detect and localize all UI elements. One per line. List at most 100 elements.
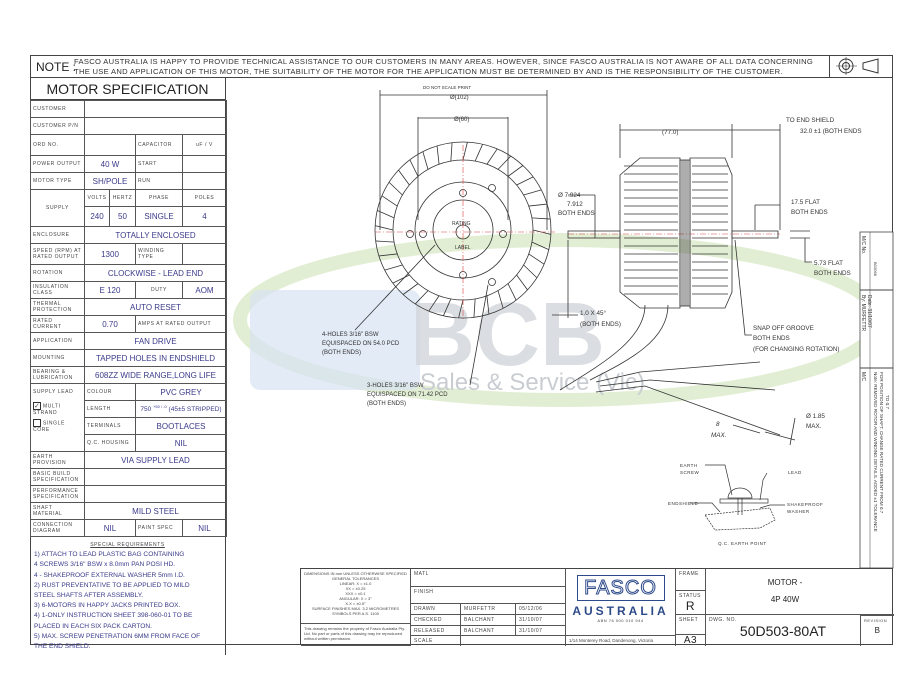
stator-stack (679, 159, 691, 307)
holes4-line3: (BOTH ENDS) (322, 350, 361, 356)
released-date: 31/10/07 (516, 626, 566, 636)
matl-label: MATL (411, 569, 566, 587)
tolerance-line: DIMENSIONS IN mm UNLESS OTHERWISE SPECIF… (304, 571, 407, 576)
length-note: (45±5 STRIPPED) (168, 406, 222, 414)
title-block: DIMENSIONS IN mm UNLESS OTHERWISE SPECIF… (300, 568, 894, 646)
fin (531, 217, 551, 220)
checked-label: CHECKED (411, 615, 461, 626)
fin (422, 151, 429, 170)
motor-specification: MOTOR SPECIFICATION CUSTOMER CUSTOMER P/… (30, 78, 227, 656)
dwg-no-box: DWG. NO. 50D503-80AT (706, 615, 861, 646)
drawn-by: MURFETTR (461, 604, 516, 615)
qc-earth-point-label: Q.C. EARTH POINT (718, 541, 767, 546)
scale-label: SCALE (411, 636, 461, 646)
sheet-value: A3 (676, 635, 706, 646)
watermark-brand: BCB (410, 285, 605, 385)
rev-mc-no: B03068 (873, 262, 878, 277)
fin (375, 225, 394, 231)
lead-cable (589, 304, 669, 381)
fin (474, 144, 483, 162)
snap-groove-line2: BOTH ENDS (753, 335, 790, 342)
strip-max-value: 8 (716, 421, 720, 428)
special-requirement-line: 4 SCREWS 3/16" BSW x 8.0mm PAN POSI HD. (34, 561, 176, 569)
fin (497, 290, 504, 309)
multi-strand-option[interactable]: ✓MULTI STRAND (30, 400, 85, 418)
washer-line1: SHAKEPROOF (787, 502, 823, 507)
do-not-scale-note: DO NOT SCALE PRINT (423, 85, 471, 90)
watermark: BCB Sales & Service (Vic) (233, 233, 870, 407)
fin (378, 253, 398, 257)
label-text: LABEL (455, 245, 471, 251)
fin (523, 264, 538, 279)
dim-60-text: Ø(60) (454, 117, 469, 123)
fin (497, 155, 512, 170)
fasco-logo-country: AUSTRALIA (572, 604, 669, 618)
special-requirement-line: PLACED IN EACH SIX PACK CARTON. (34, 622, 152, 630)
address: 1/14 Monterey Road, Dandenong, Victoria (566, 636, 676, 646)
special-requirement-line: 3) 6-MOTORS IN HAPPY JACKS PRINTED BOX. (34, 602, 181, 610)
drawn-label: DRAWN (411, 604, 461, 615)
fin (392, 274, 410, 284)
lead-label: LEAD (788, 470, 802, 475)
tolerance-line: ANGULAR: X = 3° (339, 596, 372, 601)
dwg-no-label: DWG. NO. (709, 617, 737, 623)
note-bar: NOTE : FASCO AUSTRALIA IS HAPPY TO PROVI… (30, 55, 830, 78)
tolerance-line: X.X = ±0.5° (345, 601, 366, 606)
shaft-left (567, 230, 621, 239)
earth-point-detail (690, 464, 785, 531)
single-core-label: SINGLE CORE (33, 420, 65, 433)
mount-hole (488, 278, 496, 286)
length-tolerance: +50 / -0 (153, 404, 167, 410)
checked-by: BALCHANT (461, 615, 516, 626)
insulation-label: INSULATION CLASS (30, 281, 85, 299)
fin (486, 148, 498, 165)
fin (375, 240, 395, 243)
watermark-motor-icon (250, 290, 420, 390)
shaft-dia-line1: Ø 7.924 (558, 192, 581, 199)
earth-screw-line2: SCREW (680, 470, 700, 475)
fin (528, 203, 548, 207)
title-line2: 4P 40W (770, 595, 800, 604)
endshield-left (619, 157, 681, 309)
watermark-swoosh (233, 233, 870, 407)
cooling-fins (375, 142, 551, 318)
fin (458, 299, 464, 318)
fin (450, 142, 453, 162)
special-requirement-line: THE END SHIELD. (34, 643, 91, 651)
length-mm: 750 (140, 406, 152, 414)
rev-note-line3: TO 0.7 (885, 395, 890, 409)
fin (384, 264, 403, 271)
revision-history: M/C No. B03068 By: MURFETTR Date: 31/10/… (859, 231, 894, 569)
fin (507, 283, 517, 301)
released-label: RELEASED (411, 626, 461, 636)
fin (462, 142, 468, 161)
note-line-1: FASCO AUSTRALIA IS HAPPY TO PROVIDE TECH… (74, 57, 814, 66)
mount-hole (406, 230, 414, 238)
supply-leads (595, 361, 781, 436)
special-requirement-line: 5) MAX. SCREW PENETRATION 6MM FROM FACE … (34, 632, 201, 640)
note-text: FASCO AUSTRALIA IS HAPPY TO PROVIDE TECH… (74, 57, 813, 77)
tolerance-line: GENERAL TOLERANCES (331, 576, 380, 581)
fin (409, 159, 419, 177)
poles-value: 4 (182, 206, 227, 227)
fasco-logo: FASCO AUSTRALIA ABN 76 000 010 944 (566, 569, 676, 636)
released-by: BALCHANT (461, 626, 516, 636)
rev-mc2: M/C (860, 372, 866, 382)
fin (473, 298, 476, 318)
fin (414, 290, 429, 305)
flat-573-line2: BOTH ENDS (814, 270, 851, 277)
revision-box: REVISION B (861, 615, 894, 646)
leader-4-holes (354, 244, 436, 331)
third-angle-projection-icon (830, 57, 893, 78)
rev-mc-label: M/C No. (860, 236, 866, 254)
rev-note-line1: Note: REMOVED ROTOR AND WINDING DETAILS.… (873, 372, 878, 532)
holes4-line2: EQUISPACED ON 54.0 PCD (322, 341, 400, 347)
shaft-right (731, 230, 779, 239)
end-shield-line2: 32.0 ±1 (BOTH ENDS (800, 128, 862, 135)
paint-value: NIL (182, 519, 227, 537)
revision-label: REVISION (864, 618, 888, 623)
special-requirement-line: 2) RUST PREVENTATIVE TO BE APPLIED TO MI… (34, 581, 190, 589)
drawing-title: MOTOR - 4P 40W (706, 569, 894, 615)
status-label: STATUS (679, 593, 701, 599)
scale-value (461, 636, 566, 646)
